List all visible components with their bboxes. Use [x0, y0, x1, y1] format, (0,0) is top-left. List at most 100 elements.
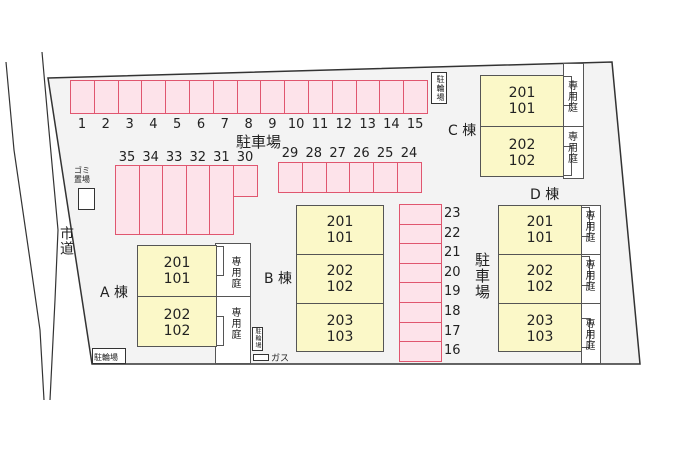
parking-slot — [141, 80, 167, 114]
unit-number: 201 — [326, 214, 354, 230]
unit-number: 101 — [508, 101, 536, 117]
parking-slot — [70, 80, 95, 114]
unit-number: 102 — [508, 152, 536, 169]
parking-slot-number: 14 — [383, 117, 400, 132]
parking-slot — [185, 165, 211, 235]
unit-number: 203 — [326, 312, 354, 329]
parking-slot-number: 29 — [281, 146, 299, 161]
unit-number: 102 — [526, 279, 554, 295]
parking-slot-number: 30 — [236, 150, 254, 165]
parking-slot-number: 12 — [335, 117, 353, 132]
parking-slot-number: 20 — [444, 264, 461, 280]
divider — [563, 126, 584, 127]
unit-number: 103 — [326, 328, 354, 345]
garden-label: 専用庭 — [231, 308, 242, 341]
unit-number: 202 — [508, 136, 536, 153]
gas-label: ガス — [271, 354, 290, 364]
building-c-label: C 棟 — [448, 123, 477, 139]
gas-meter — [253, 354, 269, 361]
parking-slot-number: 5 — [173, 117, 182, 132]
parking-slot — [165, 80, 190, 114]
unit-number: 101 — [526, 230, 554, 246]
parking-slot — [117, 80, 143, 114]
parking-slot-number: 4 — [149, 117, 158, 132]
parking-slot — [209, 165, 234, 235]
garden-label: 専用庭 — [568, 81, 578, 114]
parking-slot — [379, 80, 405, 114]
unit-number: 102 — [326, 279, 354, 295]
parking-slot-number: 10 — [287, 117, 305, 132]
parking-slot-number: 16 — [444, 343, 461, 359]
bicycle-parking-top: 駐輪場 — [431, 72, 447, 104]
parking-slot-number: 23 — [444, 206, 461, 221]
parking-slot-number: 26 — [353, 146, 370, 161]
parking-slot-number: 7 — [220, 117, 229, 132]
parking-slot — [399, 243, 442, 264]
parking-slot-number: 2 — [101, 117, 110, 132]
parking-slot — [212, 80, 238, 114]
parking-slot-number: 11 — [311, 117, 329, 132]
parking-slot-number: 19 — [444, 284, 461, 300]
divider — [581, 254, 601, 255]
unit-number: 101 — [326, 230, 354, 246]
unit-number: 202 — [526, 263, 554, 279]
parking-slot-number: 27 — [329, 146, 346, 161]
parking-slot — [325, 162, 351, 193]
parking-slot — [355, 80, 381, 114]
parking-slot — [115, 165, 140, 235]
garden-label: 専用庭 — [568, 132, 578, 165]
parking-slot — [349, 162, 375, 193]
parking-slot-number: 35 — [118, 150, 136, 165]
unit-number: 101 — [163, 271, 191, 287]
parking-slot — [260, 80, 286, 114]
parking-slot — [399, 341, 442, 362]
parking-slot — [138, 165, 164, 235]
parking-slot — [233, 165, 258, 197]
parking-slot — [301, 162, 327, 193]
parking-slot — [236, 80, 262, 114]
parking-slot-number: 34 — [142, 150, 159, 165]
unit-number: 202 — [326, 263, 354, 279]
parking-slot — [373, 162, 398, 193]
parking-slot-number: 28 — [305, 146, 323, 161]
parking-slot — [403, 80, 428, 114]
bicycle-parking-small: 駐輪場 — [252, 327, 263, 351]
road-label: 市道 — [58, 226, 74, 256]
parking-label-vertical: 駐車場 — [473, 252, 491, 300]
parking-slot — [399, 282, 442, 303]
garden-label: 専用庭 — [585, 211, 596, 244]
parking-slot-number: 15 — [406, 117, 424, 132]
parking-slot-number: 24 — [400, 146, 418, 161]
parking-slot-number: 6 — [196, 117, 206, 132]
road-edge-right — [41, 51, 59, 401]
parking-slot — [189, 80, 214, 114]
building-b-label: B 棟 — [264, 271, 293, 287]
road-edge-left — [5, 61, 45, 401]
garden-label: 専用庭 — [585, 260, 596, 293]
parking-slot — [331, 80, 357, 114]
parking-slot — [399, 204, 442, 225]
divider — [215, 296, 251, 297]
parking-slot-number: 31 — [213, 150, 230, 165]
parking-slot-number: 25 — [376, 146, 394, 161]
parking-slot — [93, 80, 119, 114]
parking-slot — [284, 80, 309, 114]
unit-number: 201 — [163, 255, 191, 271]
garbage-label: ゴミ置場 — [74, 166, 90, 184]
parking-slot — [399, 302, 442, 323]
parking-slot-number: 33 — [165, 150, 183, 165]
bicycle-parking-bottom: 駐輪場 — [92, 348, 126, 364]
parking-slot-number: 3 — [125, 117, 134, 132]
